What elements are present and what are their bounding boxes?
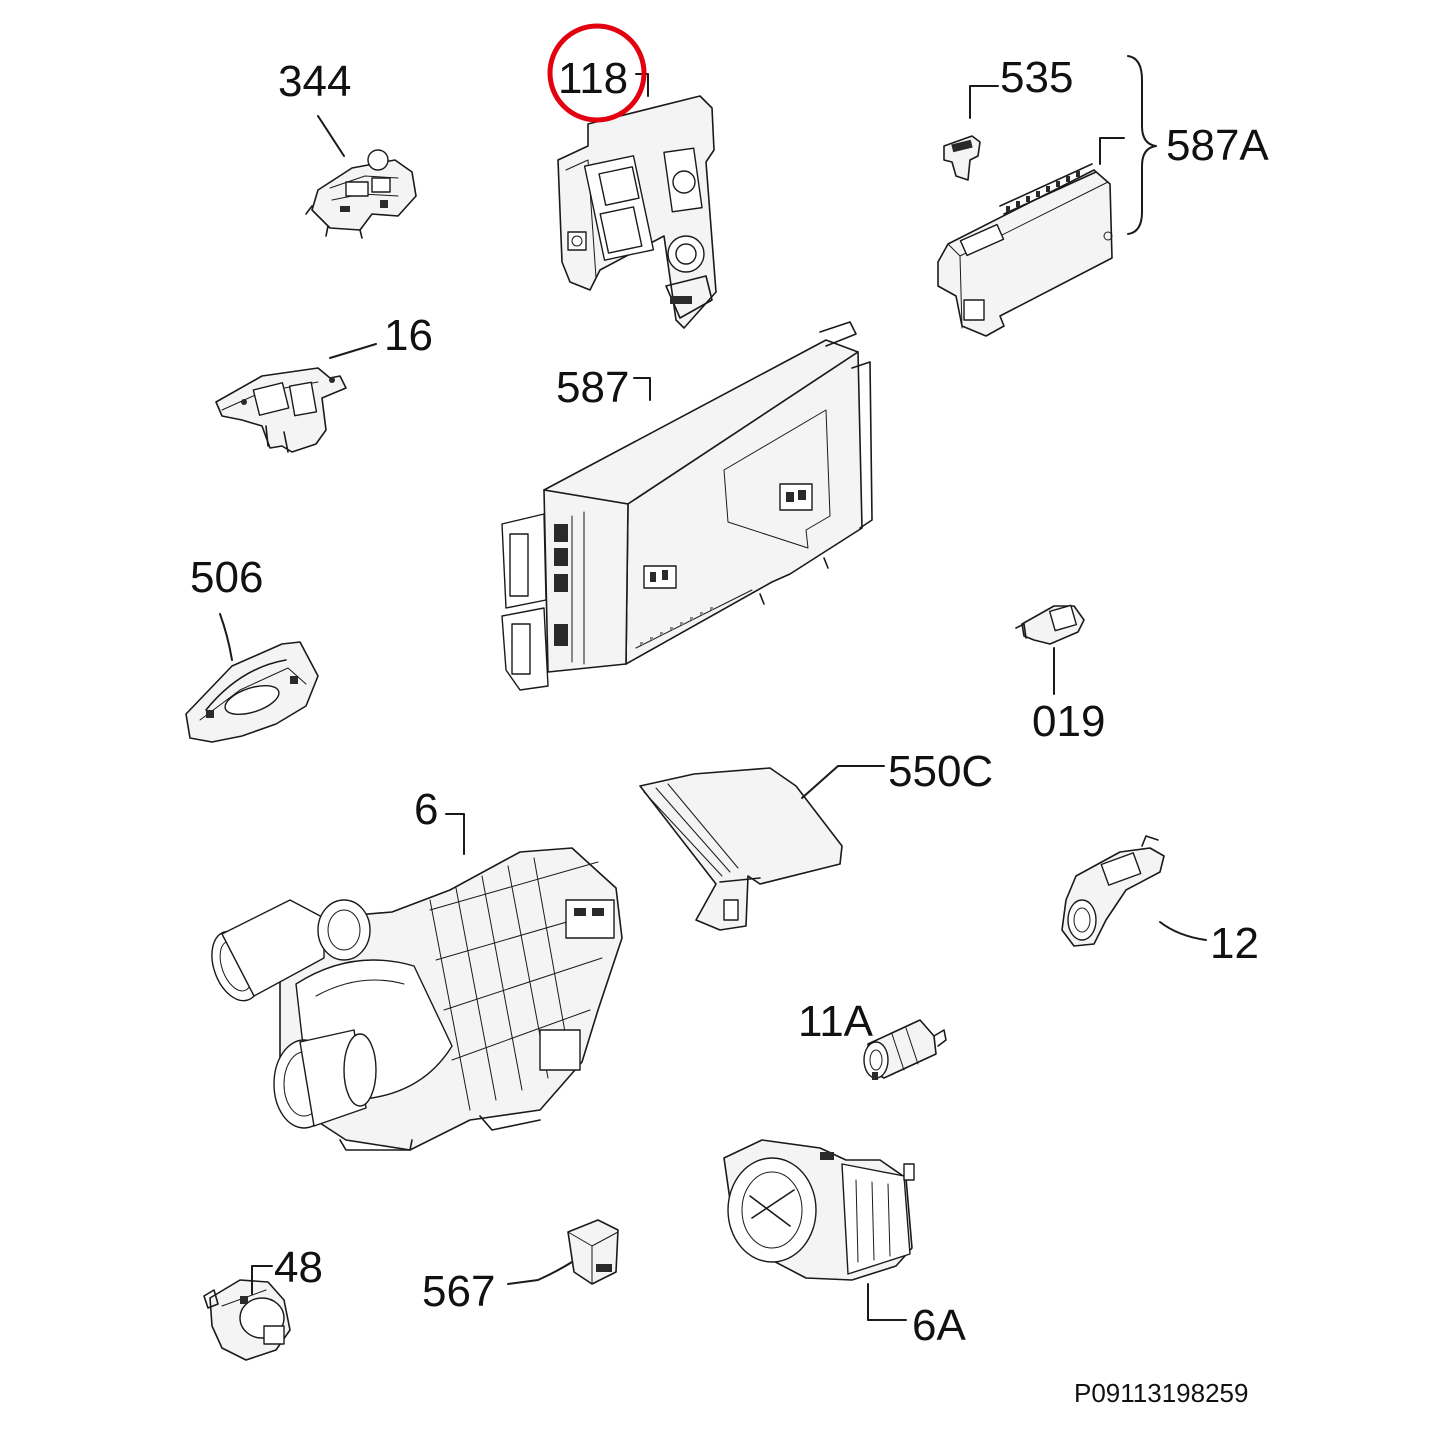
label-6A[interactable]: 6A	[912, 1301, 966, 1350]
part-118-drawing[interactable]	[557, 95, 717, 329]
leader-118	[635, 73, 649, 97]
leader-6A	[867, 1283, 907, 1321]
leader-506	[219, 613, 233, 661]
leader-12	[1159, 921, 1207, 941]
label-587A[interactable]: 587A	[1166, 121, 1269, 170]
part-535-drawing[interactable]	[943, 135, 981, 181]
leader-587	[633, 377, 651, 401]
part-587A-drawing[interactable]	[937, 163, 1113, 337]
part-11A-drawing[interactable]	[863, 1019, 947, 1080]
reference-code: P09113198259	[1074, 1378, 1248, 1408]
part-6A-drawing[interactable]	[723, 1139, 915, 1281]
label-118[interactable]: 118	[558, 54, 628, 103]
part-16-drawing[interactable]	[215, 367, 347, 453]
part-12-drawing[interactable]	[1061, 835, 1165, 947]
label-344[interactable]: 344	[278, 57, 351, 106]
label-506[interactable]: 506	[190, 553, 263, 602]
label-16[interactable]: 16	[384, 311, 433, 360]
leader-16	[329, 343, 377, 359]
label-48[interactable]: 48	[274, 1243, 323, 1292]
label-567[interactable]: 567	[422, 1267, 495, 1316]
leader-6	[445, 813, 465, 855]
leader-48	[251, 1265, 273, 1295]
leader-550C	[801, 765, 885, 799]
label-11A[interactable]: 11A	[798, 997, 874, 1046]
label-12[interactable]: 12	[1210, 919, 1259, 968]
part-48-drawing[interactable]	[203, 1279, 291, 1361]
leader-587A-inner	[1099, 137, 1125, 165]
leader-535	[969, 85, 999, 119]
brace-587A	[1127, 55, 1157, 235]
label-550C[interactable]: 550C	[888, 747, 993, 796]
part-587-drawing[interactable]	[501, 321, 873, 691]
leader-344	[317, 115, 345, 157]
part-344-drawing[interactable]	[305, 149, 417, 239]
label-6[interactable]: 6	[414, 785, 438, 834]
highlight-circle-118	[547, 23, 647, 123]
part-567-drawing[interactable]	[567, 1219, 619, 1285]
label-019[interactable]: 019	[1032, 697, 1105, 746]
part-6-drawing[interactable]	[203, 847, 623, 1151]
label-587[interactable]: 587	[556, 363, 629, 412]
part-506-drawing[interactable]	[185, 641, 319, 743]
label-535[interactable]: 535	[1000, 53, 1073, 102]
part-019-drawing[interactable]	[1015, 604, 1085, 645]
leader-567	[507, 1261, 573, 1285]
part-550C-drawing[interactable]	[639, 767, 843, 931]
